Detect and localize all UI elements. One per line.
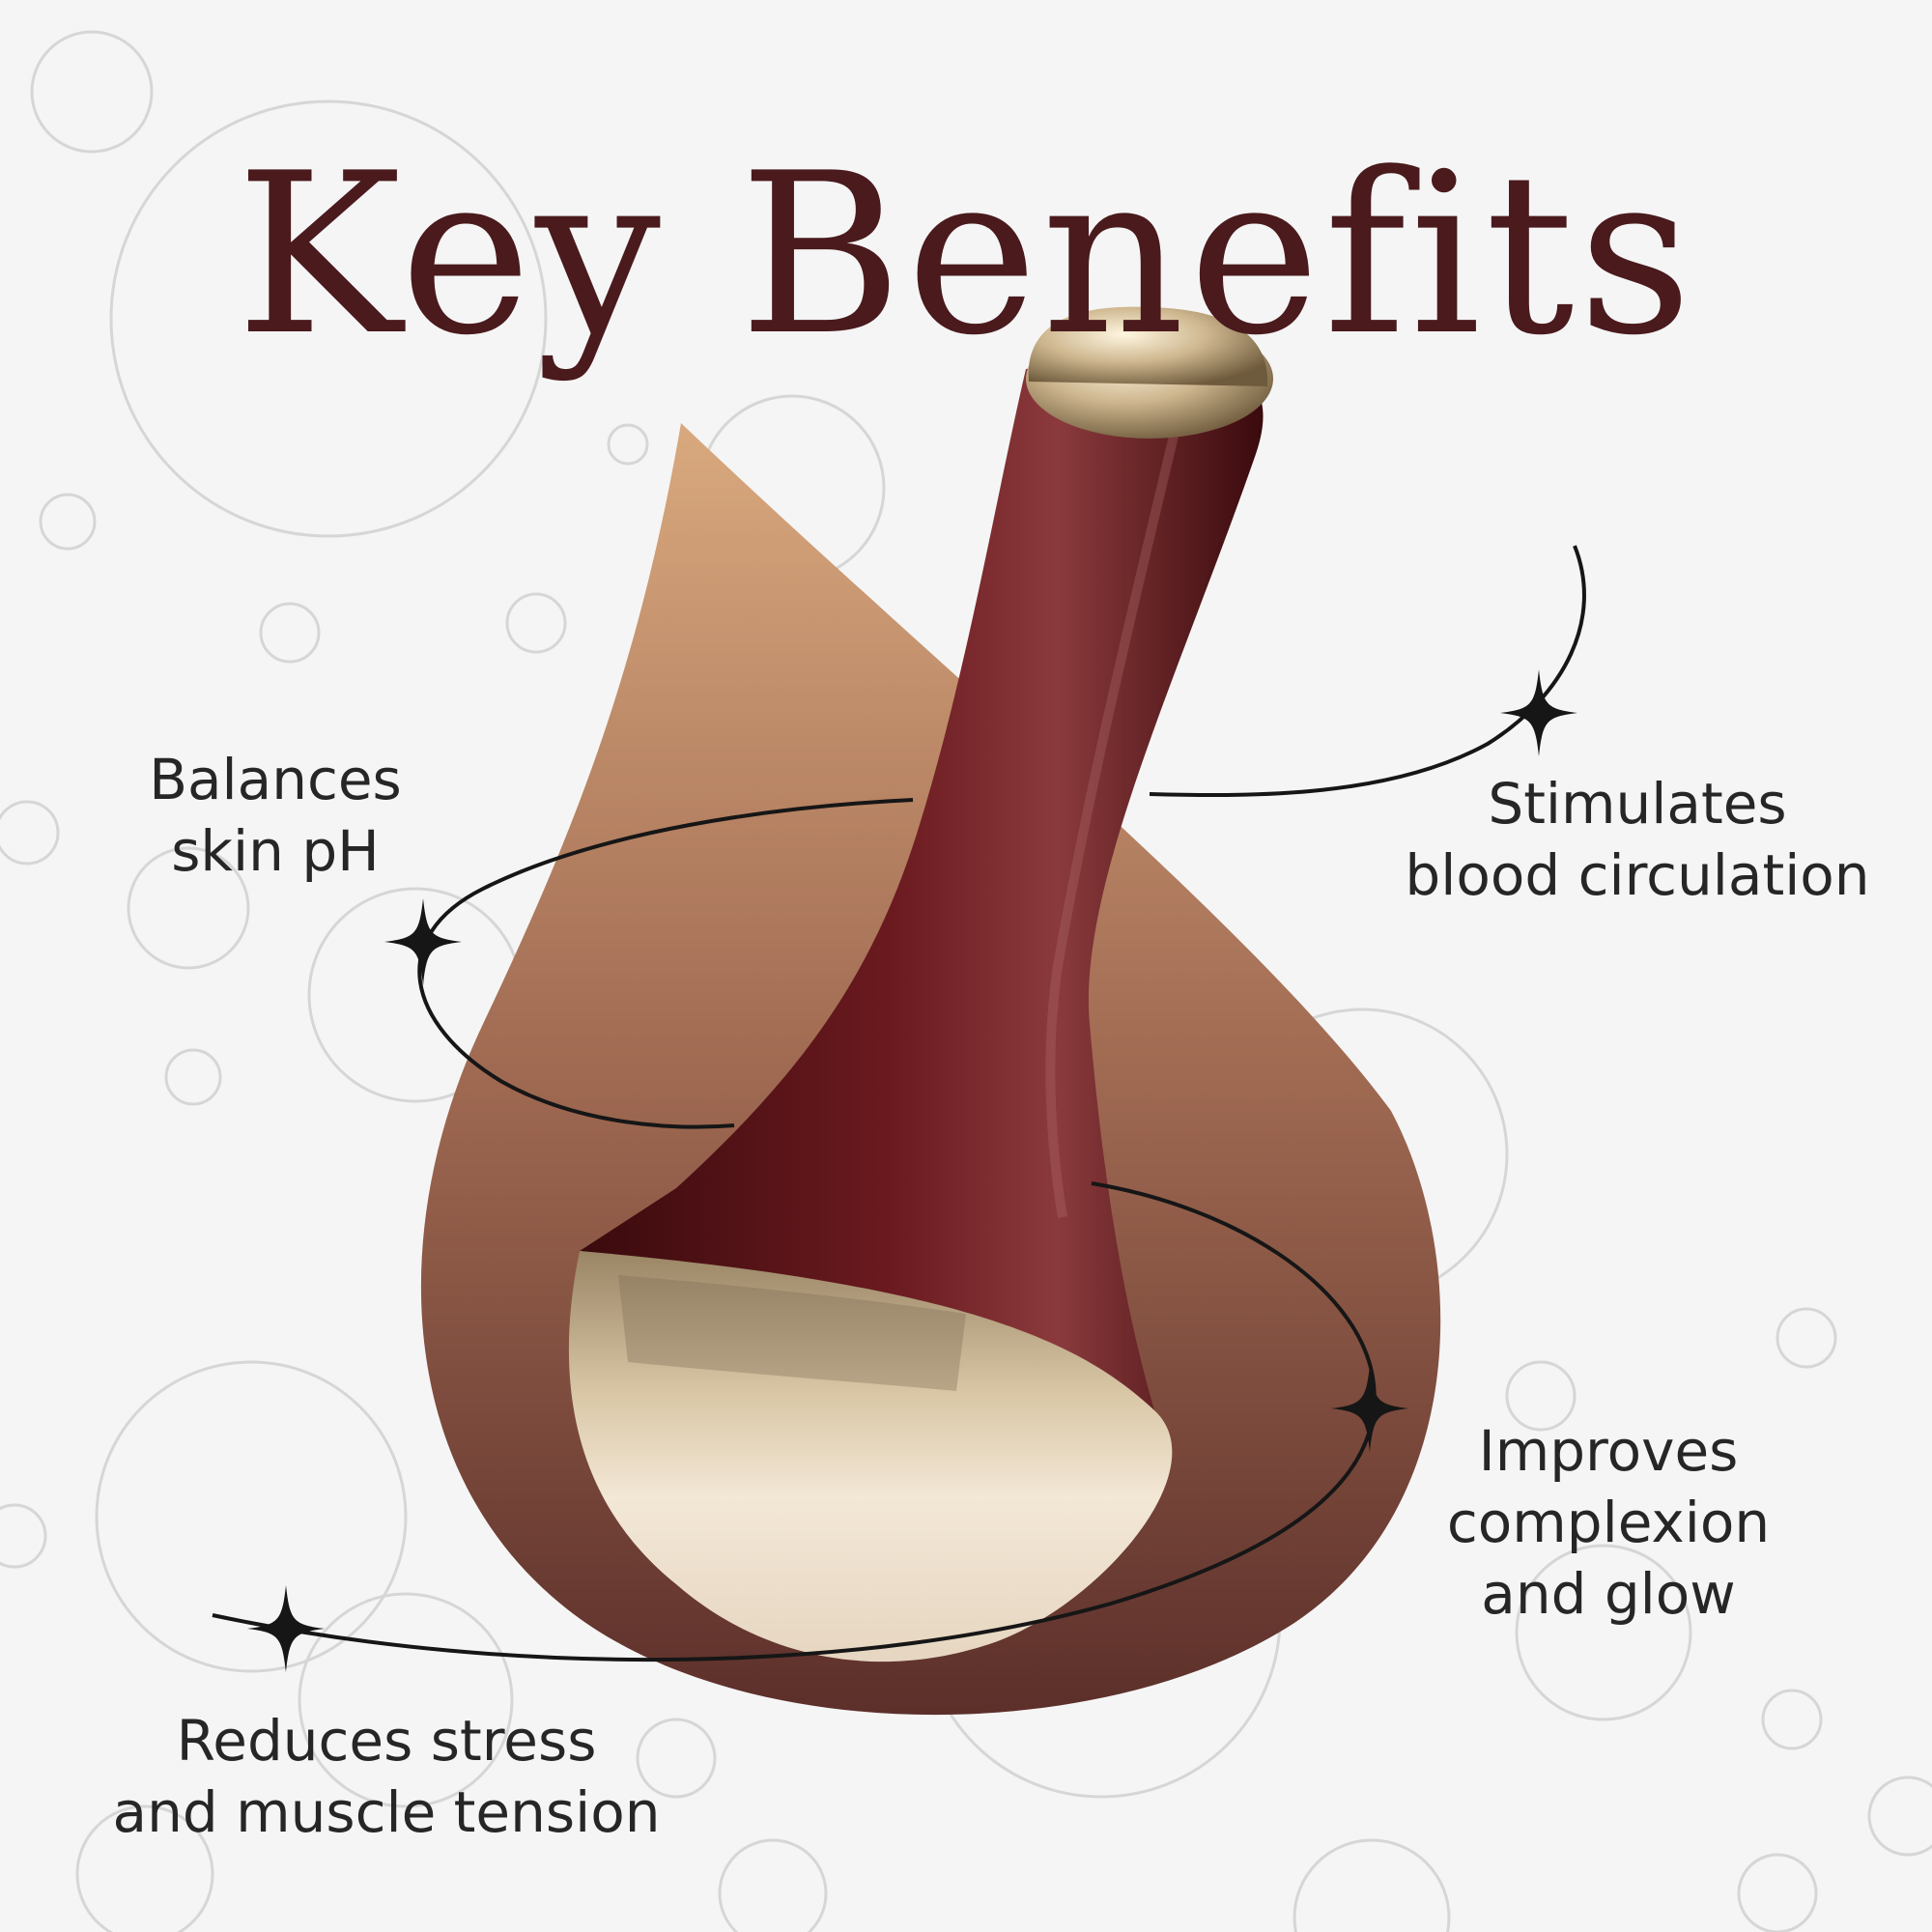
sparkle-icon-left [384,898,462,985]
benefit-line: Improves [1478,1418,1739,1484]
benefit-line: Balances [149,747,402,812]
sparkle-icon-right [1331,1365,1408,1452]
benefit-line: Stimulates [1488,771,1787,837]
sparkle-icon-top-right [1500,669,1577,756]
benefit-line: blood circulation [1405,842,1870,908]
benefit-blood-circulation: Stimulates blood circulation [1352,768,1922,911]
benefit-line: complexion [1446,1490,1771,1555]
benefit-line: skin pH [171,818,380,884]
page-title: Key Benefits [236,127,1696,384]
benefit-line: and muscle tension [112,1779,661,1845]
benefit-line: and glow [1481,1561,1736,1627]
sparkle-icon-bottom-left [247,1585,325,1672]
benefit-line: Reduces stress [176,1708,597,1774]
benefit-reduces-stress: Reduces stress and muscle tension [39,1705,734,1848]
benefit-balances-ph: Balances skin pH [106,744,444,887]
product-image [568,306,1273,1662]
benefit-complexion: Improves complexion and glow [1391,1415,1826,1630]
